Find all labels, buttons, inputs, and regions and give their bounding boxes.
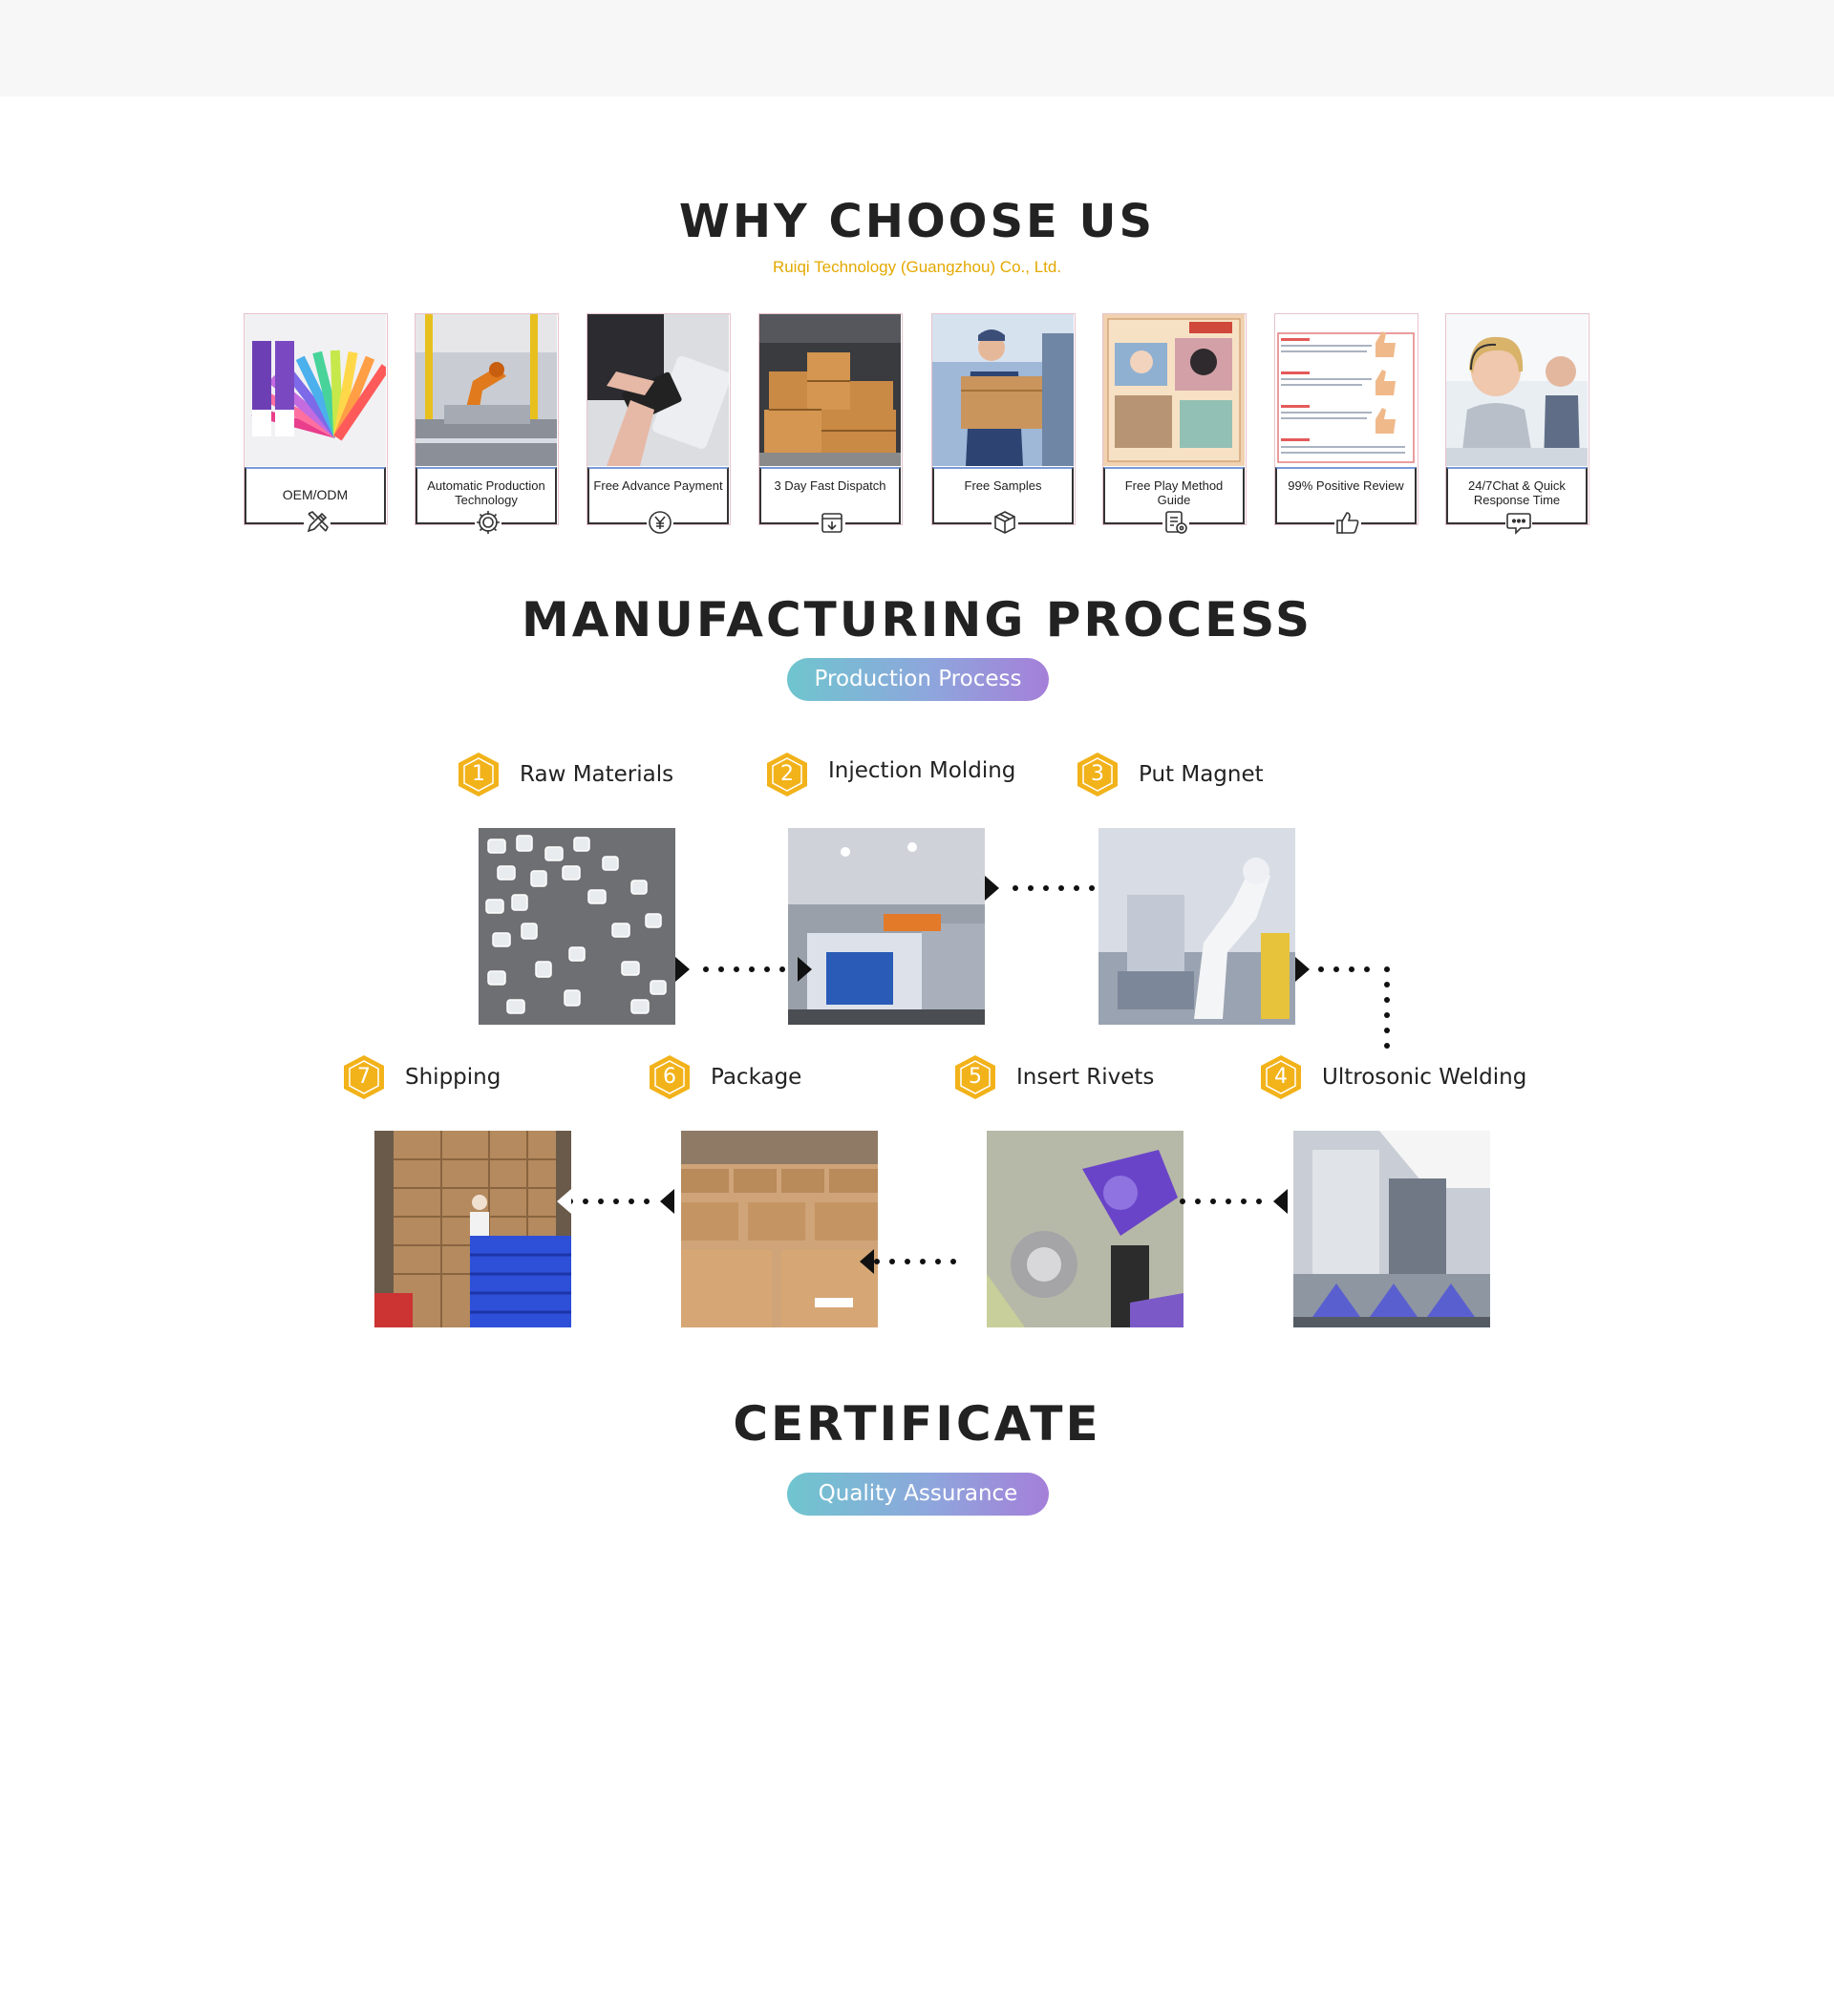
feature-caption: OEM/ODM xyxy=(245,467,386,536)
step-number-badge: 7 xyxy=(342,1053,386,1101)
feature-card-support[interactable]: 24/7Chat & Quick Response Time xyxy=(1445,313,1589,536)
feature-caption: Automatic Production Technology xyxy=(416,467,557,536)
step-ultrasonic-welding: 4 Ultrosonic Welding xyxy=(1259,1053,1526,1101)
step-shipping: 7 Shipping xyxy=(342,1053,501,1101)
step-label: Ultrosonic Welding xyxy=(1322,1065,1527,1090)
step-label: Insert Rivets xyxy=(1016,1065,1155,1090)
package-image xyxy=(681,1131,878,1327)
step-put-magnet: 3 Put Magnet xyxy=(1076,751,1264,798)
step-raw-materials: 1 Raw Materials xyxy=(457,751,673,798)
feature-card-payment[interactable]: Free Advance Payment xyxy=(586,313,731,536)
download-box-icon xyxy=(819,509,845,536)
step-number-badge: 2 xyxy=(765,751,809,798)
ultrasonic-welding-image xyxy=(1293,1131,1490,1327)
card-payment-image xyxy=(587,314,729,466)
step-label: Package xyxy=(711,1065,802,1090)
chat-bubble-icon xyxy=(1505,509,1532,536)
step-label: Put Magnet xyxy=(1139,762,1264,787)
gear-icon xyxy=(475,509,501,536)
manufacturing-title: MANUFACTURING PROCESS xyxy=(521,592,1313,647)
courier-box-image xyxy=(932,314,1074,466)
why-choose-us-title: WHY CHOOSE US xyxy=(678,195,1156,248)
color-guide-image xyxy=(245,314,386,466)
step-number-badge: 4 xyxy=(1259,1053,1303,1101)
step-package: 6 Package xyxy=(648,1053,801,1101)
warehouse-boxes-image xyxy=(759,314,901,466)
step-insert-rivets: 5 Insert Rivets xyxy=(953,1053,1154,1101)
step-label: Shipping xyxy=(405,1065,501,1090)
company-subtitle: Ruiqi Technology (Guangzhou) Co., Ltd. xyxy=(772,258,1062,276)
quality-assurance-badge[interactable]: Quality Assurance xyxy=(787,1473,1049,1516)
step-number-badge: 3 xyxy=(1076,751,1120,798)
raw-materials-image xyxy=(479,828,675,1025)
shipping-image xyxy=(374,1131,571,1327)
injection-molding-image xyxy=(788,828,985,1025)
step-label: Raw Materials xyxy=(520,762,674,787)
feature-caption: 24/7Chat & Quick Response Time xyxy=(1446,467,1588,536)
feature-label: 99% Positive Review xyxy=(1288,478,1404,493)
feature-label: 24/7Chat & Quick Response Time xyxy=(1468,478,1566,507)
production-process-badge[interactable]: Production Process xyxy=(787,658,1049,701)
feature-label: Free Play Method Guide xyxy=(1124,478,1224,507)
top-header-bar xyxy=(0,0,1834,96)
feature-card-samples[interactable]: Free Samples xyxy=(931,313,1076,536)
feature-card-automation[interactable]: Automatic Production Technology xyxy=(415,313,559,536)
feature-card-oem[interactable]: OEM/ODM xyxy=(244,313,388,536)
feature-caption: Free Samples xyxy=(932,467,1074,536)
feature-label: OEM/ODM xyxy=(282,487,349,502)
yen-coin-icon xyxy=(647,509,673,536)
factory-robot-image xyxy=(416,314,557,466)
feature-card-guide[interactable]: Free Play Method Guide xyxy=(1102,313,1247,536)
package-cube-icon xyxy=(992,509,1018,536)
feature-card-review[interactable]: 99% Positive Review xyxy=(1274,313,1418,536)
support-agent-image xyxy=(1446,314,1588,466)
feature-label: Free Advance Payment xyxy=(593,478,723,493)
step-label: Injection Molding xyxy=(828,758,1016,783)
certificate-title: CERTIFICATE xyxy=(733,1396,1101,1452)
feature-card-dispatch[interactable]: 3 Day Fast Dispatch xyxy=(758,313,903,536)
feature-caption: Free Advance Payment xyxy=(587,467,729,536)
feature-label: Free Samples xyxy=(964,478,1042,493)
put-magnet-image xyxy=(1098,828,1295,1025)
step-injection-molding: 2 Injection Molding xyxy=(765,751,1015,798)
insert-rivets-image xyxy=(987,1131,1184,1327)
thumbs-up-icon xyxy=(1334,509,1361,536)
document-settings-icon xyxy=(1162,509,1189,536)
reviews-screenshot-image xyxy=(1275,314,1417,466)
step-number-badge: 6 xyxy=(648,1053,692,1101)
feature-label: Automatic Production Technology xyxy=(427,478,545,507)
step-number-badge: 5 xyxy=(953,1053,997,1101)
feature-label: 3 Day Fast Dispatch xyxy=(774,478,886,493)
step-number-badge: 1 xyxy=(457,751,501,798)
feature-caption: Free Play Method Guide xyxy=(1103,467,1245,536)
game-guide-image xyxy=(1103,314,1245,466)
feature-caption: 99% Positive Review xyxy=(1275,467,1417,536)
feature-caption: 3 Day Fast Dispatch xyxy=(759,467,901,536)
design-pencil-icon xyxy=(304,509,331,536)
